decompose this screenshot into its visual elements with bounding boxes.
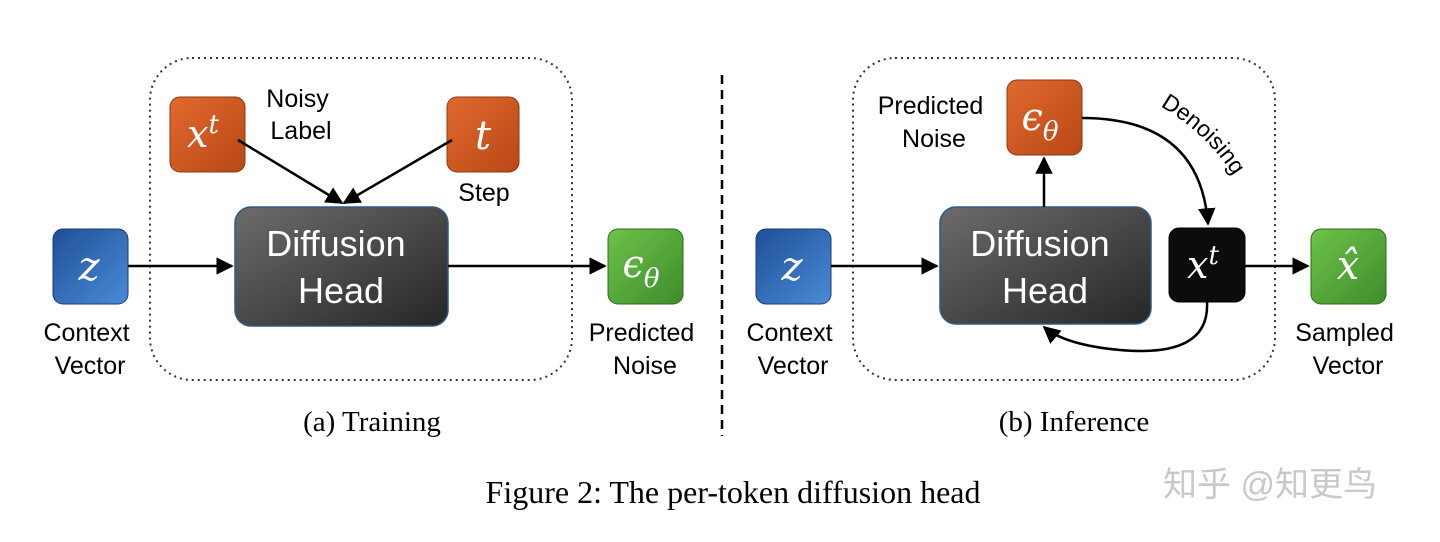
noisy-label-text: Noisy Label bbox=[266, 85, 335, 145]
step-box bbox=[446, 96, 520, 173]
inference-head-line2: Head bbox=[1002, 270, 1088, 311]
training-pred-noise-box bbox=[607, 228, 684, 305]
training-caption: (a) Training bbox=[303, 406, 441, 438]
inference-panel: Predicted Noise ϵθ Denoising Diffusion H… bbox=[746, 57, 1401, 438]
step-t-symbol: t bbox=[475, 113, 492, 159]
arrow-eps-to-xt bbox=[1081, 116, 1216, 226]
training-panel: xt Noisy Label t Step Diffusion Head z C… bbox=[43, 57, 702, 438]
noisy-label-t-superscript: t bbox=[208, 110, 219, 140]
training-z-symbol: z bbox=[77, 244, 100, 290]
inference-eps-symbol: ϵ bbox=[1022, 95, 1043, 139]
figure-caption: Figure 2: The per-token diffusion head bbox=[486, 474, 981, 510]
training-eps-theta: θ bbox=[644, 264, 660, 294]
inference-context-label: Context Vector bbox=[746, 319, 839, 380]
svg-text:ϵθ: ϵθ bbox=[623, 242, 660, 294]
sampled-xhat-symbol: x̂ bbox=[1337, 243, 1360, 289]
training-head-line2: Head bbox=[298, 270, 384, 311]
training-context-label: Context Vector bbox=[43, 319, 136, 380]
inference-pred-noise-label: Predicted Noise bbox=[878, 92, 991, 153]
denoising-label: Denoising bbox=[1158, 88, 1252, 178]
training-pred-noise-label: Predicted Noise bbox=[589, 319, 702, 380]
arrow-xt-to-head bbox=[237, 138, 344, 205]
arrow-xt-to-head-loop bbox=[1042, 301, 1209, 353]
inference-z-symbol: z bbox=[780, 244, 803, 290]
inference-head-line1: Diffusion bbox=[970, 223, 1109, 264]
sampled-vector-box bbox=[1310, 228, 1387, 305]
noisy-label-box bbox=[169, 96, 246, 173]
inference-t-superscript: t bbox=[1208, 241, 1219, 271]
arrow-t-to-head bbox=[342, 138, 453, 205]
watermark: 知乎 @知更鸟 bbox=[1163, 466, 1377, 504]
svg-text:ϵθ: ϵθ bbox=[1022, 95, 1059, 147]
inference-caption: (b) Inference bbox=[999, 406, 1150, 438]
sampled-vector-label: Sampled Vector bbox=[1295, 319, 1401, 380]
inference-eps-theta: θ bbox=[1043, 117, 1059, 147]
step-label: Step bbox=[458, 179, 509, 207]
svg-text:xt: xt bbox=[187, 110, 219, 156]
training-dotted-frame bbox=[149, 57, 573, 381]
svg-text:Diffusion Head: Diffusion Head bbox=[266, 223, 415, 311]
svg-text:xt: xt bbox=[1187, 241, 1219, 287]
inference-diffusion-head bbox=[939, 206, 1152, 325]
training-eps-symbol: ϵ bbox=[623, 242, 644, 286]
noisy-label-x-symbol: x bbox=[187, 112, 208, 156]
inference-dotted-frame bbox=[852, 57, 1276, 381]
training-head-line1: Diffusion bbox=[266, 223, 405, 264]
inference-x-symbol: x bbox=[1187, 243, 1208, 287]
svg-text:Diffusion Head: Diffusion Head bbox=[970, 223, 1119, 311]
